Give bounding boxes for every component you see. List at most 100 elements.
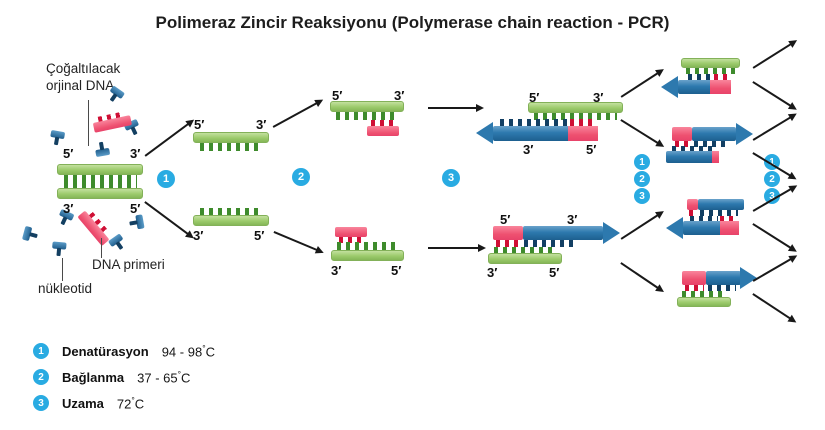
diagram-title: Polimeraz Zincir Reaksiyonu (Polymerase … — [155, 13, 670, 32]
five-prime-label: 5′ — [529, 90, 540, 105]
new-strand-teeth — [708, 285, 736, 291]
new-strand-teeth — [688, 74, 714, 80]
five-prime-label: 5′ — [130, 201, 141, 216]
template-strand — [330, 101, 404, 112]
template-teeth — [336, 112, 398, 120]
three-prime-label: 3′ — [256, 117, 267, 132]
flow-arrow — [620, 214, 659, 240]
three-prime-label: 3′ — [394, 88, 405, 103]
step-1-circle: 1 — [33, 343, 49, 360]
original-dna-label-line1: Çoğaltılacak — [46, 61, 121, 76]
legend-row-extension: 3 Uzama 72°C — [33, 395, 144, 411]
flow-arrow — [752, 293, 792, 320]
new-strand-arrow-body — [706, 271, 741, 285]
celsius-symbol: C — [134, 396, 145, 412]
flow-arrow — [620, 262, 659, 289]
template-strand — [193, 132, 269, 143]
primer-segment — [568, 126, 598, 141]
original-dna-top-teeth — [64, 175, 137, 182]
flow-arrow — [144, 201, 189, 235]
three-prime-label: 3′ — [130, 146, 141, 161]
five-prime-label: 5′ — [194, 117, 205, 132]
primer-segment — [710, 80, 731, 94]
primer-teeth — [689, 210, 697, 216]
legend-row-denaturation: 1 Denatürasyon 94 - 98°C — [33, 343, 215, 359]
primer-segment — [687, 199, 698, 210]
temp-value: 94 - 98 — [161, 344, 203, 360]
template-strand — [488, 253, 562, 264]
flow-arrow — [752, 43, 792, 69]
step-3-circle: 3 — [634, 188, 650, 204]
primer-teeth — [339, 237, 363, 243]
three-prime-label: 3′ — [593, 90, 604, 105]
original-dna-bottom-strand — [57, 188, 143, 199]
flow-arrow — [620, 72, 659, 98]
five-prime-label: 5′ — [332, 88, 343, 103]
template-teeth — [686, 68, 735, 74]
step-1-circle: 1 — [634, 154, 650, 170]
primer-teeth — [371, 120, 395, 126]
original-dna-top-strand — [57, 164, 143, 175]
flow-arrow — [752, 116, 792, 141]
primer-teeth — [675, 141, 690, 147]
step-2-circle: 2 — [634, 171, 650, 187]
step-3-circle: 3 — [442, 169, 460, 187]
degree-symbol: ° — [177, 369, 182, 379]
step-2-circle: 2 — [764, 171, 780, 187]
template-teeth — [200, 208, 263, 216]
step-1-circle: 1 — [157, 170, 175, 188]
degree-symbol: ° — [202, 343, 206, 353]
step-3-circle: 3 — [33, 395, 49, 412]
new-strand-arrowhead — [661, 76, 678, 98]
three-prime-label: 3′ — [193, 228, 204, 243]
degree-symbol: ° — [131, 395, 135, 405]
flow-arrow — [428, 244, 486, 251]
primer-segment — [672, 127, 692, 141]
three-prime-label: 3′ — [523, 142, 534, 157]
nucleotide-icon — [127, 214, 145, 230]
new-strand-arrow-body — [692, 127, 736, 141]
original-dna-label-line2: orjinal DNA — [46, 77, 115, 93]
step-2-circle: 2 — [33, 369, 49, 386]
new-strand-arrowhead — [603, 222, 620, 244]
temp-value: 37 - 65 — [137, 370, 178, 386]
new-strand-teeth — [690, 216, 718, 222]
new-strand-arrowhead — [666, 217, 683, 239]
new-strand-teeth — [700, 210, 738, 216]
template-strand — [331, 250, 404, 261]
primer-teeth — [714, 74, 730, 80]
five-prime-label: 5′ — [63, 146, 74, 161]
template-teeth — [494, 247, 556, 254]
nucleotide-label: nükleotid — [38, 281, 93, 296]
primer-teeth — [496, 240, 520, 247]
flow-arrow — [752, 223, 792, 249]
original-dna-pointer-line — [88, 100, 89, 146]
template-teeth — [337, 242, 399, 250]
five-prime-label: 5′ — [391, 263, 402, 278]
new-strand-arrowhead — [740, 267, 757, 289]
primer-segment — [720, 221, 739, 235]
flow-arrow — [752, 81, 792, 107]
flow-arrow — [620, 119, 659, 144]
annealed-primer — [335, 227, 367, 237]
step-temperature: 37 - 65°C — [137, 369, 190, 385]
flow-arrow — [752, 258, 792, 282]
original-dna-bottom-teeth — [64, 181, 137, 188]
new-strand-bar — [666, 151, 719, 163]
step-temperature: 72°C — [117, 395, 144, 411]
three-prime-label: 3′ — [63, 201, 74, 216]
step-name: Denatürasyon — [62, 343, 149, 359]
legend-row-annealing: 2 Bağlanma 37 - 65°C — [33, 369, 190, 385]
template-teeth — [534, 113, 617, 120]
nucleotide-icon — [51, 241, 67, 257]
new-strand-teeth — [694, 141, 726, 147]
new-strand-teeth — [524, 240, 578, 247]
template-teeth — [682, 291, 726, 297]
three-prime-label: 3′ — [567, 212, 578, 227]
primer-teeth — [570, 119, 596, 126]
five-prime-label: 5′ — [586, 142, 597, 157]
template-strand — [528, 102, 623, 113]
celsius-symbol: C — [205, 344, 215, 360]
five-prime-label: 5′ — [254, 228, 265, 243]
